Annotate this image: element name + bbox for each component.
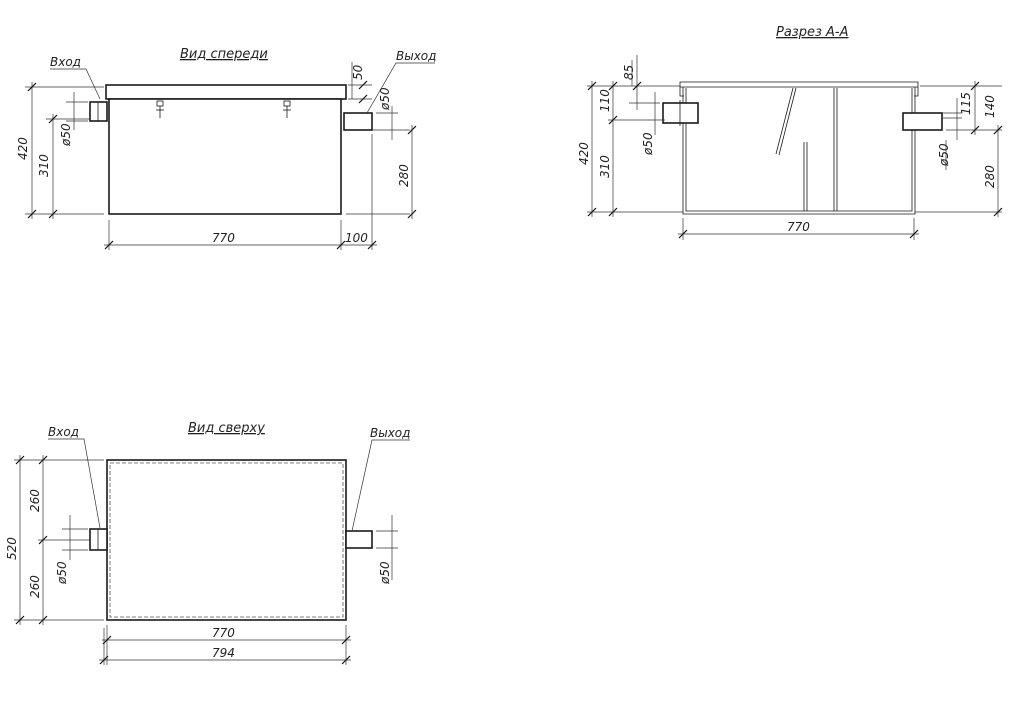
dim-width-total: 520 — [5, 537, 19, 560]
dim-outlet-height: 280 — [397, 164, 411, 187]
dim-outlet-offset: 115 — [959, 92, 973, 115]
top-view: Вид сверху Вход Выход 520 260 260 ø50 ø5… — [5, 421, 410, 665]
lid — [105, 84, 347, 100]
outlet-label: Выход — [370, 426, 410, 440]
tank-outline — [106, 459, 347, 621]
tank-body — [108, 98, 342, 215]
dim-half-bottom: 260 — [28, 575, 42, 598]
section-view: Разрез А-А 420 310 110 85 ø50 115 140 28… — [577, 25, 1003, 240]
dim-outlet-length: 100 — [345, 231, 368, 245]
top-view-title: Вид сверху — [188, 421, 265, 436]
outlet-pipe — [345, 530, 373, 549]
dim-outlet-diameter: ø50 — [378, 87, 392, 111]
inlet-pipe — [89, 528, 108, 551]
dim-lid: 85 — [622, 65, 636, 80]
dim-inlet-top: 110 — [598, 89, 612, 112]
outlet-pipe — [902, 112, 943, 131]
dim-lid: 50 — [351, 64, 365, 80]
dim-inlet-height: 310 — [37, 154, 51, 177]
dim-outlet-diameter: ø50 — [378, 561, 392, 585]
front-view: Вид спереди Вход Выход 420 310 ø50 280 5… — [16, 47, 436, 250]
dim-length: 770 — [212, 231, 235, 245]
inlet-pipe — [89, 101, 108, 122]
outlet-label: Выход — [396, 49, 436, 63]
inlet-label: Вход — [48, 425, 79, 439]
inlet-label: Вход — [50, 55, 81, 69]
latch-icon — [156, 100, 164, 118]
dim-inlet-height: 310 — [598, 155, 612, 178]
section-view-title: Разрез А-А — [776, 25, 849, 40]
dim-outlet-height: 280 — [983, 165, 997, 188]
dim-outlet-top: 140 — [983, 95, 997, 118]
dim-height-total: 420 — [577, 142, 591, 165]
dim-half-top: 260 — [28, 489, 42, 512]
dim-inlet-diameter: ø50 — [55, 561, 69, 585]
outlet-pipe — [343, 112, 373, 131]
inlet-pipe — [662, 102, 699, 124]
dim-length: 770 — [787, 220, 810, 234]
latch-icon — [283, 100, 291, 118]
dim-length-inner: 770 — [212, 626, 235, 640]
front-view-title: Вид спереди — [180, 47, 268, 62]
dim-height-total: 420 — [16, 137, 30, 160]
dim-length-outer: 794 — [212, 646, 235, 660]
dim-outlet-diameter: ø50 — [937, 143, 951, 167]
dim-inlet-diameter: ø50 — [59, 123, 73, 147]
dim-inlet-diameter: ø50 — [641, 132, 655, 156]
